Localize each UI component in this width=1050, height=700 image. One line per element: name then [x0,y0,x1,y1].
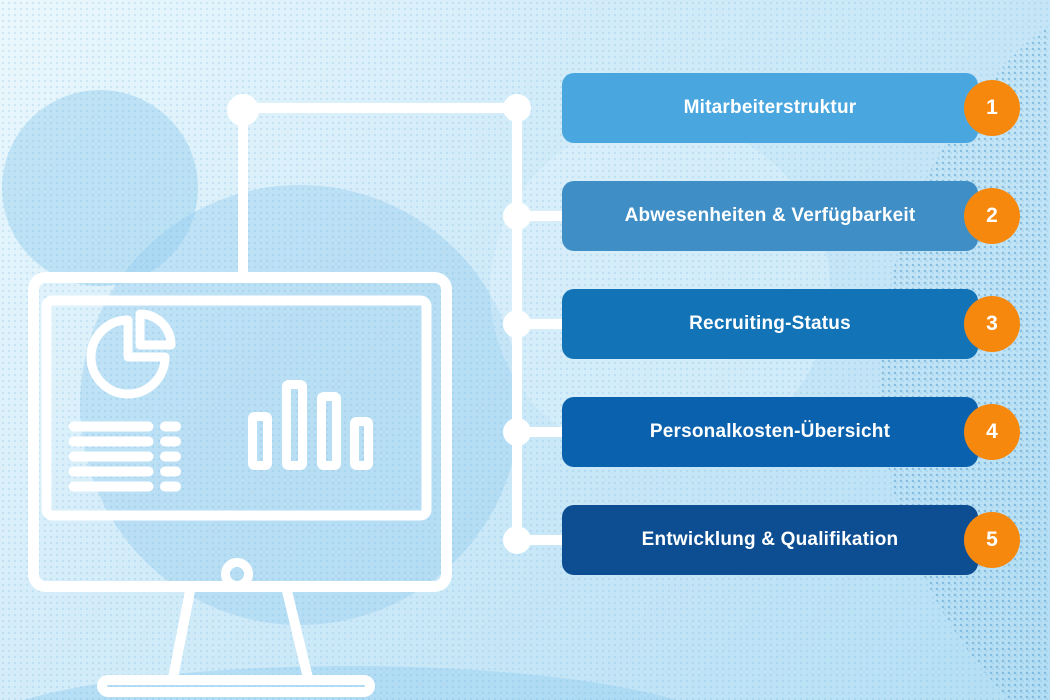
badge-number: 2 [986,204,998,227]
item-list: Mitarbeiterstruktur 1 Abwesenheiten & Ve… [562,73,1020,575]
list-item: Abwesenheiten & Verfügbarkeit 2 [562,181,1020,251]
item-label: Recruiting-Status [689,313,851,334]
item-bar-abwesenheiten: Abwesenheiten & Verfügbarkeit [562,181,978,251]
list-item: Personalkosten-Übersicht 4 [562,397,1020,467]
badge-number: 3 [986,312,998,335]
number-badge-3: 3 [964,296,1020,352]
item-bar-entwicklung: Entwicklung & Qualifikation [562,505,978,575]
number-badge-4: 4 [964,404,1020,460]
badge-number: 5 [986,528,998,551]
badge-number: 1 [986,96,998,119]
list-item: Mitarbeiterstruktur 1 [562,73,1020,143]
item-label: Mitarbeiterstruktur [683,97,857,118]
background-circle-topleft [2,90,198,286]
item-bar-mitarbeiterstruktur: Mitarbeiterstruktur [562,73,978,143]
number-badge-1: 1 [964,80,1020,136]
item-bar-personalkosten: Personalkosten-Übersicht [562,397,978,467]
item-label: Abwesenheiten & Verfügbarkeit [624,205,916,226]
number-badge-2: 2 [964,188,1020,244]
item-label: Personalkosten-Übersicht [649,421,891,442]
number-badge-5: 5 [964,512,1020,568]
badge-number: 4 [986,420,998,443]
list-item: Recruiting-Status 3 [562,289,1020,359]
item-label: Entwicklung & Qualifikation [641,529,899,550]
list-item: Entwicklung & Qualifikation 5 [562,505,1020,575]
item-bar-recruiting-status: Recruiting-Status [562,289,978,359]
